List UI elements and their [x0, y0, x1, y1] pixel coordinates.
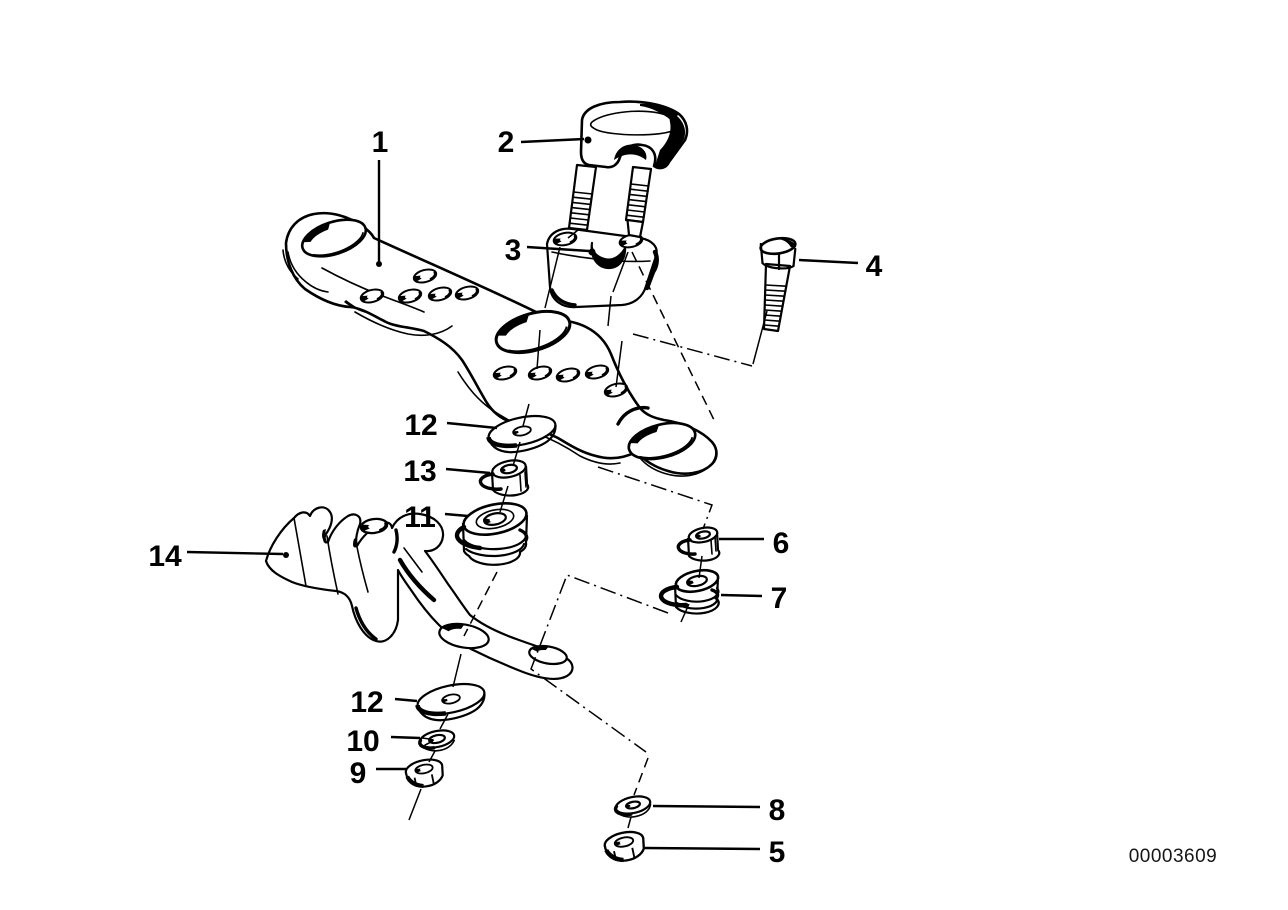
part-10-lock-washer	[418, 729, 456, 752]
leader-line	[720, 593, 763, 598]
leader-dot	[584, 136, 592, 144]
callout-11[interactable]: 11	[404, 501, 469, 534]
diagram-id-code: 00003609	[1129, 846, 1218, 867]
callout-14[interactable]: 14	[148, 540, 289, 573]
callout-label[interactable]: 12	[404, 409, 437, 442]
callout-3[interactable]: 3	[505, 234, 596, 267]
callout-label[interactable]: 3	[505, 234, 522, 267]
callout-12-lower[interactable]: 12	[350, 686, 418, 719]
callout-13[interactable]: 13	[403, 455, 491, 488]
part-7-damper-bushing	[658, 568, 720, 615]
callout-label[interactable]: 10	[346, 725, 379, 758]
callout-label[interactable]: 7	[771, 582, 788, 615]
part-14-bracket	[264, 506, 574, 681]
leader-line	[520, 137, 585, 144]
part-1-fork-bridge-plate	[282, 211, 718, 477]
leader-line	[652, 804, 761, 809]
leader-line	[526, 245, 590, 253]
part-3-handlebar-clamp-lower	[545, 227, 659, 309]
part-5-hex-nut	[603, 829, 647, 864]
assembly-axis-lines	[408, 246, 768, 829]
part-6-spacer-sleeve	[676, 526, 721, 562]
leader-dot	[283, 552, 289, 558]
leader-line	[186, 550, 284, 556]
part-2-handlebar-clamp-upper	[567, 100, 689, 239]
leader-line	[445, 467, 491, 475]
callout-label[interactable]: 6	[773, 527, 790, 560]
callout-1[interactable]: 1	[372, 126, 389, 267]
callout-label[interactable]: 4	[866, 250, 883, 283]
leader-line	[444, 512, 469, 518]
callout-label[interactable]: 1	[372, 126, 389, 159]
callout-label[interactable]: 5	[769, 836, 786, 869]
part-9-hex-nut	[402, 754, 448, 793]
leader-line	[798, 258, 859, 265]
part-12-washer-lower	[415, 679, 488, 726]
part-12-washer-upper	[486, 411, 559, 458]
callout-label[interactable]: 2	[498, 126, 515, 159]
callout-2[interactable]: 2	[498, 126, 592, 159]
leader-line	[390, 735, 421, 740]
callout-label[interactable]: 8	[769, 794, 786, 827]
callout-12-upper[interactable]: 12	[404, 409, 498, 442]
callout-label[interactable]: 14	[148, 540, 182, 573]
callout-label[interactable]: 12	[350, 686, 383, 719]
bracket-arm-hole-right	[528, 644, 568, 666]
part-11-damper-bushing	[454, 502, 529, 566]
callout-10[interactable]: 10	[346, 725, 421, 758]
callout-4[interactable]: 4	[798, 250, 883, 283]
callout-label[interactable]: 11	[404, 501, 436, 534]
leader-dot	[588, 248, 596, 256]
callout-8[interactable]: 8	[652, 794, 786, 827]
part-8-washer	[613, 795, 652, 818]
callout-6[interactable]: 6	[719, 527, 789, 560]
callout-5[interactable]: 5	[644, 836, 786, 869]
callout-label[interactable]: 9	[350, 757, 367, 790]
leader-line	[644, 846, 761, 851]
callout-9[interactable]: 9	[350, 757, 406, 790]
part-4-hex-bolt	[759, 236, 797, 333]
leader-line	[394, 697, 418, 703]
leader-line	[446, 421, 498, 430]
callout-7[interactable]: 7	[720, 582, 788, 615]
part-13-spacer-sleeve	[478, 459, 530, 497]
leader-dot	[376, 261, 382, 267]
callout-label[interactable]: 13	[403, 455, 436, 488]
